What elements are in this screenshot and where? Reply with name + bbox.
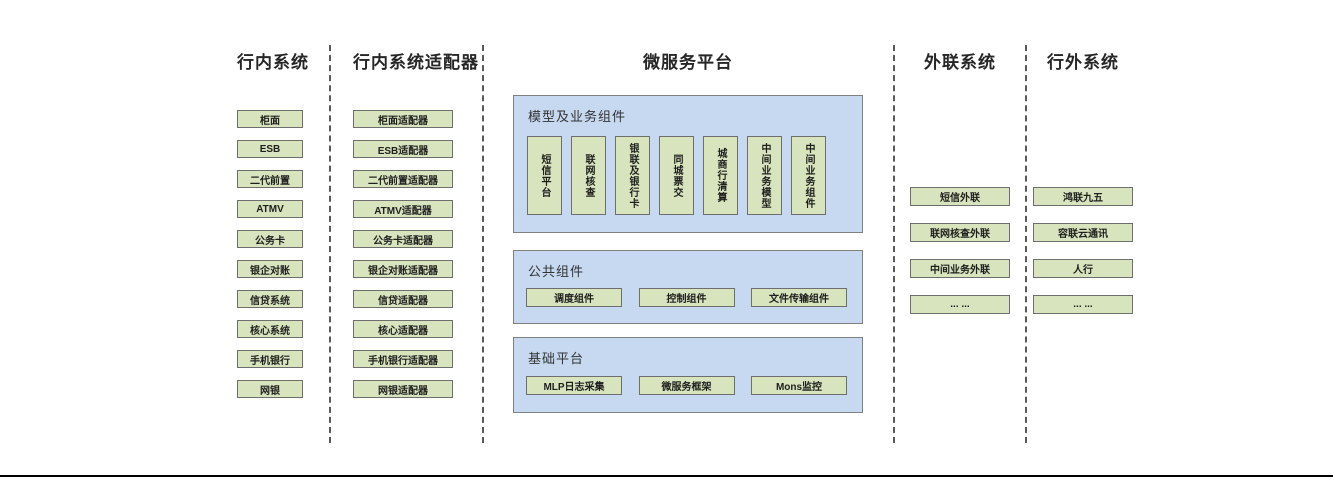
internal-system-box: 公务卡 [237,230,303,248]
internal-adapters-column: 柜面适配器 ESB适配器 二代前置适配器 ATMV适配器 公务卡适配器 银企对账… [353,110,453,410]
column-separator [893,45,895,443]
panel-label: 模型及业务组件 [528,109,627,124]
internal-system-box: 手机银行 [237,350,303,368]
common-component-box: 控制组件 [638,288,735,307]
outside-system-box: 人行 [1033,259,1133,278]
outside-system-box: 容联云通讯 [1033,223,1133,242]
column-separator [329,45,331,443]
panel-label: 公共组件 [528,264,585,279]
adapter-box: 手机银行适配器 [353,350,453,368]
model-component-box: 中间业务组件 [791,136,826,215]
base-platform-box: Mons监控 [751,376,847,395]
model-component-box: 联网核查 [571,136,606,215]
column-header-microservice-platform: 微服务平台 [643,53,733,72]
panel-label: 基础平台 [528,351,585,366]
column-header-external-link-systems: 外联系统 [924,53,996,72]
column-separator [482,45,484,443]
outside-systems-column: 鸿联九五 容联云通讯 人行 ... ... [1033,187,1133,331]
internal-system-box: 网银 [237,380,303,398]
adapter-box: ATMV适配器 [353,200,453,218]
internal-systems-column: 柜面 ESB 二代前置 ATMV 公务卡 银企对账 信贷系统 核心系统 手机银行… [237,110,303,410]
base-platform-box: MLP日志采集 [526,376,622,395]
panel-base-platform: 基础平台 MLP日志采集 微服务框架 Mons监控 [513,337,863,413]
internal-system-box: 银企对账 [237,260,303,278]
adapter-box: ESB适配器 [353,140,453,158]
common-component-box: 调度组件 [526,288,622,307]
panel-model-business-components: 模型及业务组件 短信平台 联网核查 银联及银行卡 同城票交 城商行清算 中间业务… [513,95,863,233]
internal-system-box: ESB [237,140,303,158]
internal-system-box: 信贷系统 [237,290,303,308]
base-platform-box: 微服务框架 [638,376,735,395]
column-header-internal-adapters: 行内系统适配器 [353,53,479,72]
adapter-box: 核心适配器 [353,320,453,338]
common-component-box: 文件传输组件 [751,288,847,307]
adapter-box: 网银适配器 [353,380,453,398]
bottom-rule [0,475,1333,477]
model-component-box: 短信平台 [527,136,562,215]
internal-system-box: 二代前置 [237,170,303,188]
model-components-row: 短信平台 联网核查 银联及银行卡 同城票交 城商行清算 中间业务模型 中间业务组… [527,136,826,215]
panel-common-components: 公共组件 调度组件 控制组件 文件传输组件 [513,250,863,324]
model-component-box: 银联及银行卡 [615,136,650,215]
external-link-box: ... ... [910,295,1010,314]
model-component-box: 城商行清算 [703,136,738,215]
common-components-row: 调度组件 控制组件 文件传输组件 [526,288,847,307]
internal-system-box: 柜面 [237,110,303,128]
adapter-box: 柜面适配器 [353,110,453,128]
internal-system-box: ATMV [237,200,303,218]
external-link-box: 中间业务外联 [910,259,1010,278]
external-link-box: 短信外联 [910,187,1010,206]
internal-system-box: 核心系统 [237,320,303,338]
external-link-column: 短信外联 联网核查外联 中间业务外联 ... ... [910,187,1010,331]
external-link-box: 联网核查外联 [910,223,1010,242]
model-component-box: 中间业务模型 [747,136,782,215]
adapter-box: 公务卡适配器 [353,230,453,248]
column-separator [1025,45,1027,443]
adapter-box: 二代前置适配器 [353,170,453,188]
column-header-outside-systems: 行外系统 [1047,53,1119,72]
model-component-box: 同城票交 [659,136,694,215]
adapter-box: 信贷适配器 [353,290,453,308]
column-header-internal-systems: 行内系统 [237,53,309,72]
base-platform-row: MLP日志采集 微服务框架 Mons监控 [526,376,847,395]
outside-system-box: 鸿联九五 [1033,187,1133,206]
adapter-box: 银企对账适配器 [353,260,453,278]
outside-system-box: ... ... [1033,295,1133,314]
